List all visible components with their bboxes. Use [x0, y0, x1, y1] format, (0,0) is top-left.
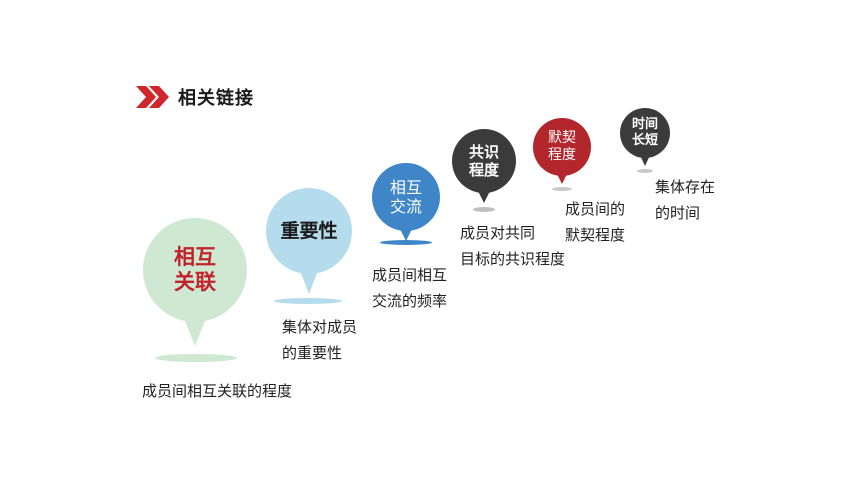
- pin-label-line: 默契: [548, 130, 576, 147]
- pin-tail: [639, 153, 651, 166]
- description-line: 成员间相互: [372, 266, 448, 284]
- pin-consensus: 共识 程度: [451, 129, 517, 215]
- pin-importance-description: 集体对成员 的重要性: [282, 314, 357, 366]
- pin-importance: 重要性: [264, 188, 354, 306]
- pin-tail: [476, 187, 492, 203]
- pin-shadow: [380, 240, 432, 245]
- description-line: 的时间: [655, 204, 701, 222]
- pin-communication-circle: 相互 交流: [372, 163, 440, 231]
- pin-label-line: 重要性: [280, 219, 338, 242]
- description-line: 集体存在: [655, 178, 716, 196]
- pin-label-line: 程度: [468, 161, 499, 179]
- description-line: 交流的频率: [372, 292, 448, 310]
- pin-shadow: [552, 187, 572, 191]
- pin-label-line: 共识: [468, 143, 499, 161]
- pin-duration-circle: 时间 长短: [620, 108, 670, 158]
- pin-label-line: 交流: [389, 197, 422, 216]
- pin-consensus-circle: 共识 程度: [452, 129, 516, 193]
- section-header: 相关链接: [136, 84, 254, 110]
- description-line: 成员对共同: [460, 224, 536, 242]
- double-chevron-icon: [136, 86, 169, 108]
- description-line: 成员间的: [565, 200, 626, 218]
- pin-consensus-description: 成员对共同 目标的共识程度: [460, 220, 565, 272]
- pin-label-line: 程度: [548, 147, 576, 163]
- description-line: 的重要性: [282, 344, 343, 362]
- pin-shadow: [274, 298, 342, 304]
- pin-tail: [299, 268, 319, 294]
- pin-tail: [555, 170, 569, 184]
- section-title: 相关链接: [178, 88, 254, 109]
- description-line: 集体对成员: [282, 318, 358, 336]
- pin-label-line: 相互: [389, 177, 422, 197]
- pin-correlation-circle: 相互 关联: [143, 218, 247, 322]
- pin-shadow: [637, 169, 653, 173]
- pin-label-line: 关联: [174, 270, 216, 294]
- pin-communication: 相互 交流: [371, 163, 441, 247]
- pin-communication-description: 成员间相互 交流的频率: [372, 262, 447, 314]
- pin-tacit-circle: 默契 程度: [533, 118, 591, 176]
- pin-tacit: 默契 程度: [532, 118, 592, 192]
- pin-label-line: 相互: [174, 244, 216, 269]
- pin-tacit-description: 成员间的 默契程度: [565, 196, 625, 248]
- pin-tail: [183, 316, 207, 346]
- pin-tail: [398, 225, 414, 241]
- pin-importance-circle: 重要性: [266, 188, 352, 274]
- pin-label-line: 长短: [631, 133, 658, 148]
- description-line: 默契程度: [565, 226, 626, 244]
- pin-shadow: [155, 354, 237, 362]
- pin-duration: 时间 长短: [619, 108, 671, 176]
- pin-shadow: [473, 207, 495, 212]
- pin-correlation-description: 成员间相互关联的程度: [142, 378, 292, 404]
- pin-correlation: 相互 关联: [140, 218, 250, 363]
- pin-duration-description: 集体存在 的时间: [655, 174, 715, 226]
- description-line: 目标的共识程度: [460, 250, 566, 268]
- pin-label-line: 时间: [631, 117, 658, 133]
- description-line: 成员间相互关联的程度: [142, 382, 293, 400]
